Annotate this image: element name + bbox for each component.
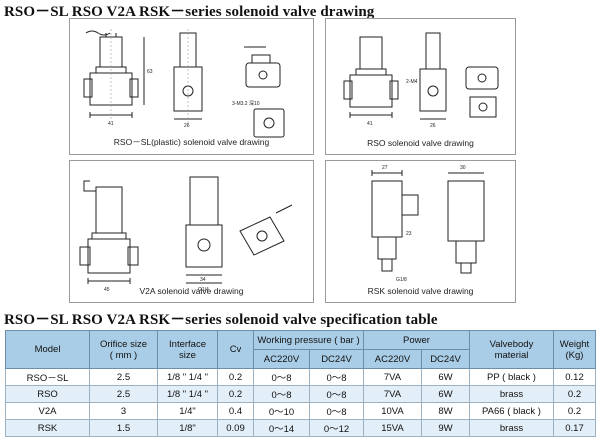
v2a-dim-thread: G1/4 bbox=[198, 287, 209, 293]
header-valvebody: Valvebody material bbox=[469, 330, 554, 369]
cell-pressure-ac: 0～8 bbox=[253, 368, 310, 386]
cell-material: brass bbox=[469, 419, 554, 437]
table-row: RSO 2.5 1/8 " 1/4 " 0.2 0～8 0～8 7VA 6W b… bbox=[5, 385, 596, 403]
rso-technical-drawing: 41 26 2-M4 bbox=[326, 19, 517, 129]
header-pressure-dc24v: DC24V bbox=[309, 349, 364, 369]
v2a-dim-width: 45 bbox=[104, 287, 110, 293]
cell-model: RSK bbox=[5, 419, 90, 437]
cell-orifice: 2.5 bbox=[89, 368, 158, 386]
cell-model: RSO－SL bbox=[5, 368, 90, 386]
rsk-dim-top: 27 bbox=[382, 165, 388, 171]
rsk-technical-drawing: 27 30 23 G1/8 bbox=[326, 165, 517, 283]
panel-rso-drawing: 41 26 2-M4 RSO solenoid valve drawing bbox=[325, 18, 516, 155]
header-working-pressure: Working pressure ( bar ) bbox=[253, 330, 364, 350]
cell-weight: 0.2 bbox=[553, 402, 596, 420]
header-interface: Interface size bbox=[157, 330, 218, 369]
rso-dim-side: 26 bbox=[430, 123, 436, 129]
cell-power-ac: 7VA bbox=[363, 368, 422, 386]
panel-rsosl-drawing: 41 26 63 3-M3.2 深10 RSO－SL(plastic) sole… bbox=[69, 18, 314, 155]
rso-dim-width: 41 bbox=[367, 121, 373, 127]
header-weight: Weight (Kg) bbox=[553, 330, 596, 369]
cell-cv: 0.09 bbox=[217, 419, 254, 437]
header-power: Power bbox=[363, 330, 470, 350]
rsosl-dim-width: 41 bbox=[108, 121, 114, 127]
cell-power-ac: 7VA bbox=[363, 385, 422, 403]
cell-power-ac: 10VA bbox=[363, 402, 422, 420]
v2a-technical-drawing: 45 34 G1/4 bbox=[70, 161, 315, 293]
table-row: V2A 3 1/4" 0.4 0～10 0～8 10VA 8W PA66 ( b… bbox=[5, 402, 596, 420]
cell-cv: 0.2 bbox=[217, 368, 254, 386]
rsk-dim-mid: 23 bbox=[406, 231, 412, 237]
cell-model: RSO bbox=[5, 385, 90, 403]
table-row: RSO－SL 2.5 1/8 " 1/4 " 0.2 0～8 0～8 7VA 6… bbox=[5, 368, 596, 386]
cell-pressure-ac: 0～14 bbox=[253, 419, 310, 437]
cell-material: brass bbox=[469, 385, 554, 403]
rsosl-note: 3-M3.2 深10 bbox=[232, 100, 260, 107]
header-model: Model bbox=[5, 330, 90, 369]
rsosl-dim-side: 26 bbox=[184, 123, 190, 129]
cell-interface: 1/8 " 1/4 " bbox=[157, 368, 218, 386]
rsk-dim-thread: G1/8 bbox=[396, 277, 407, 283]
header-power-ac220v: AC220V bbox=[363, 349, 422, 369]
drawing-heading: RSO－SL RSO V2A RSK－series solenoid valve… bbox=[4, 4, 375, 20]
v2a-caption: V2A solenoid valve drawing bbox=[139, 286, 244, 296]
spec-table: Model Orifice size ( mm ) Interface size… bbox=[5, 330, 596, 437]
rsk-caption: RSK solenoid valve drawing bbox=[367, 286, 474, 296]
rso-dim-thread: 2-M4 bbox=[406, 79, 418, 85]
cell-interface: 1/8 " 1/4 " bbox=[157, 385, 218, 403]
cell-pressure-dc: 0～8 bbox=[309, 368, 364, 386]
panel-v2a-drawing: 45 34 G1/4 V2A solenoid valve drawing bbox=[69, 160, 314, 303]
table-heading: RSO－SL RSO V2A RSK－series solenoid valve… bbox=[4, 312, 438, 328]
cell-material: PA66 ( black ) bbox=[469, 402, 554, 420]
header-cv: Cv bbox=[217, 330, 254, 369]
cell-pressure-ac: 0～8 bbox=[253, 385, 310, 403]
rso-caption: RSO solenoid valve drawing bbox=[367, 138, 474, 148]
cell-pressure-dc: 0～8 bbox=[309, 385, 364, 403]
cell-orifice: 1.5 bbox=[89, 419, 158, 437]
cell-power-dc: 6W bbox=[421, 385, 470, 403]
cell-interface: 1/4" bbox=[157, 402, 218, 420]
cell-pressure-ac: 0～10 bbox=[253, 402, 310, 420]
cell-orifice: 2.5 bbox=[89, 385, 158, 403]
header-pressure-ac220v: AC220V bbox=[253, 349, 310, 369]
cell-model: V2A bbox=[5, 402, 90, 420]
rsosl-technical-drawing: 41 26 63 3-M3.2 深10 bbox=[70, 19, 315, 156]
cell-power-dc: 8W bbox=[421, 402, 470, 420]
cell-weight: 0.2 bbox=[553, 385, 596, 403]
panel-rsk-drawing: 27 30 23 G1/8 RSK solenoid valve drawing bbox=[325, 160, 516, 303]
table-row: RSK 1.5 1/8" 0.09 0～14 0～12 15VA 9W bras… bbox=[5, 419, 596, 437]
header-power-dc24v: DC24V bbox=[421, 349, 470, 369]
cell-material: PP ( black ) bbox=[469, 368, 554, 386]
cell-pressure-dc: 0～8 bbox=[309, 402, 364, 420]
cell-power-ac: 15VA bbox=[363, 419, 422, 437]
cell-power-dc: 6W bbox=[421, 368, 470, 386]
v2a-dim-small: 34 bbox=[200, 277, 206, 283]
cell-cv: 0.2 bbox=[217, 385, 254, 403]
rsosl-caption: RSO－SL(plastic) solenoid valve drawing bbox=[113, 137, 270, 147]
cell-power-dc: 9W bbox=[421, 419, 470, 437]
cell-orifice: 3 bbox=[89, 402, 158, 420]
rsosl-dim-height: 63 bbox=[147, 69, 153, 75]
cell-pressure-dc: 0～12 bbox=[309, 419, 364, 437]
cell-weight: 0.12 bbox=[553, 368, 596, 386]
header-orifice: Orifice size ( mm ) bbox=[89, 330, 158, 369]
cell-cv: 0.4 bbox=[217, 402, 254, 420]
cell-weight: 0.17 bbox=[553, 419, 596, 437]
rsk-dim-side: 30 bbox=[460, 165, 466, 171]
cell-interface: 1/8" bbox=[157, 419, 218, 437]
